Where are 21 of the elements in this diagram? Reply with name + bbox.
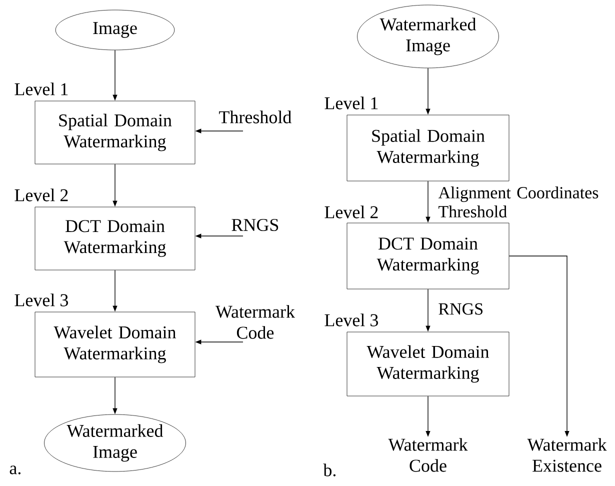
output-text: Watermark Existence	[527, 438, 607, 472]
output-text: Watermark Code	[388, 438, 468, 472]
input-text: Threshold	[219, 110, 292, 124]
level-label: Level 1	[324, 96, 378, 110]
level-label: Level 1	[14, 82, 68, 96]
level-label: Level 3	[14, 294, 68, 306]
process-box: Wavelet Domain Watermarking	[34, 312, 196, 378]
process-box: Spatial Domain Watermarking	[346, 114, 510, 182]
process-box: DCT Domain Watermarking	[346, 222, 510, 290]
edge-label: RNGS	[438, 303, 482, 315]
edge-label: Alignment Coordinates Threshold	[438, 186, 598, 218]
level-label: Level 2	[14, 188, 68, 202]
level-label: Level 2	[324, 206, 378, 218]
level-label: a.	[10, 466, 20, 474]
process-box: Wavelet Domain Watermarking	[346, 332, 510, 396]
level-label: Level 3	[324, 314, 378, 326]
process-box: DCT Domain Watermarking	[34, 206, 196, 270]
input-text: Watermark Code	[215, 305, 295, 339]
level-label: b.	[323, 464, 336, 476]
input-text: RNGS	[232, 218, 278, 232]
process-box: Spatial Domain Watermarking	[34, 100, 196, 164]
